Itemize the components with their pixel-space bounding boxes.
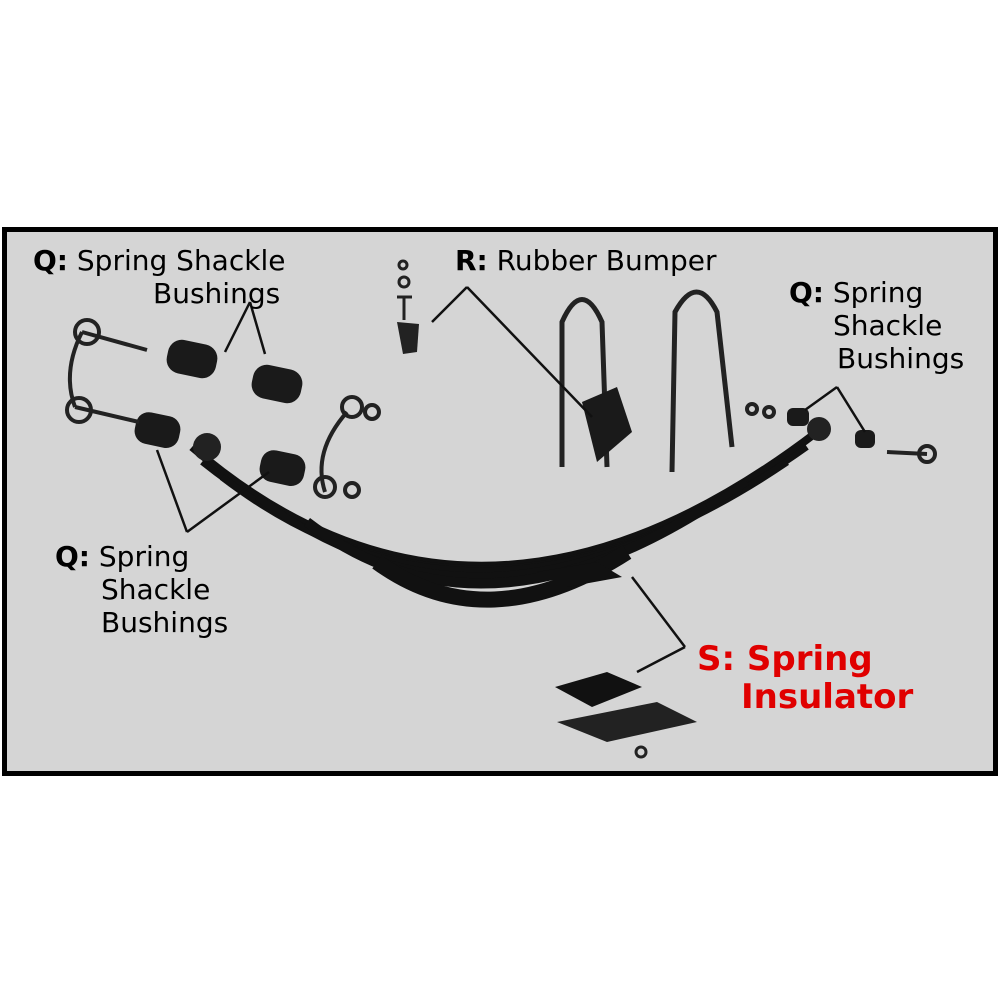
label-line: Insulator: [741, 677, 914, 717]
label-line: Bushings: [153, 277, 281, 310]
shackle-left: [65, 318, 381, 499]
label-letter: Q:: [789, 276, 824, 309]
spring-plate: [557, 702, 697, 742]
label-line: Shackle: [101, 573, 211, 606]
label-letter: R:: [455, 244, 488, 277]
label-s-spring-insulator: S: Spring Insulator: [697, 640, 913, 716]
rubber-bumper: [582, 387, 632, 462]
leaf-spring: [189, 428, 820, 608]
diagram-frame: Q: Spring Shackle Bushings R: Rubber Bum…: [2, 227, 998, 776]
pointer-arrows: [155, 286, 867, 674]
spring-eye-left: [193, 433, 221, 461]
label-line: Spring: [98, 540, 190, 573]
label-line: Bushings: [101, 606, 229, 639]
label-q-right: Q: Spring Shackle Bushings: [789, 276, 964, 375]
u-bolts: [559, 289, 735, 473]
label-line: Spring Shackle: [76, 244, 286, 277]
label-line: S: Spring: [697, 639, 873, 679]
label-letter: Q:: [55, 540, 90, 573]
label-letter: Q:: [33, 244, 68, 277]
label-q-bottom-left: Q: Spring Shackle Bushings: [55, 540, 228, 639]
shackle-bolt-right: [745, 402, 937, 464]
label-line: Bushings: [837, 342, 965, 375]
label-q-top-left: Q: Spring Shackle Bushings: [33, 244, 285, 310]
label-r: R: Rubber Bumper: [455, 244, 717, 277]
label-line: Rubber Bumper: [496, 244, 717, 277]
bushings: [134, 339, 875, 487]
label-line: Spring: [832, 276, 924, 309]
rubber-bumper-small: [397, 322, 419, 354]
spring-insulator-lower: [555, 672, 642, 707]
spring-eye-right: [807, 417, 831, 441]
spring-insulator-upper: [537, 562, 622, 587]
leaf-spring-illustration: [65, 259, 937, 759]
label-line: Shackle: [833, 309, 943, 342]
